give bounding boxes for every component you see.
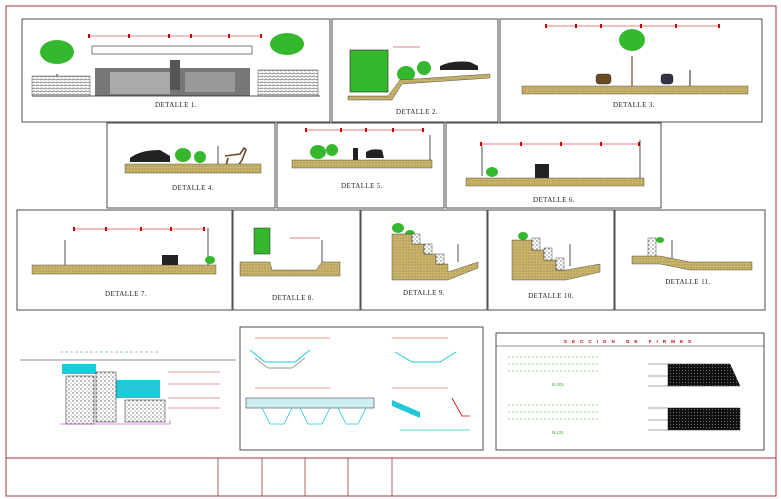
detail-6-label: DETALLE 6. [533,196,575,204]
firmes-section-b-name: B-121 [552,430,564,435]
detail-3-label: DETALLE 3. [613,101,655,109]
firmes-layer-list-b [508,404,600,420]
detail-8-panel: DETALLE 8. [232,209,361,311]
detail-6-panel: DETALLE 6. [445,122,662,209]
firmes-layer-list-a [508,356,600,372]
detail-1-panel: DETALLE 1. [21,18,331,123]
detail-11-panel: DETALLE 11. [614,209,766,311]
detail-7-panel: DETALLE 7. [16,209,233,311]
drainage-details-panel [239,326,484,451]
detail-5-label: DETALLE 5. [341,182,383,190]
detail-11-label: DETALLE 11. [665,278,711,286]
detail-3-panel: DETALLE 3. [499,18,763,123]
firmes-title: SECCION DE FIRMES [564,339,696,344]
firmes-section-a-name: B-201 [552,382,564,387]
detail-5-panel: DETALLE 5. [276,122,445,209]
title-block [6,457,776,496]
detail-9-panel: DETALLE 9. [360,209,488,311]
detail-10-label: DETALLE 10. [528,292,574,300]
detail-9-label: DETALLE 9. [403,289,445,297]
detail-8-label: DETALLE 8. [272,294,314,302]
pavement-sections-panel: SECCION DE FIRMES B-201 B-121 [495,332,765,451]
detail-7-label: DETALLE 7. [105,290,147,298]
detail-1-label: DETALLE 1. [155,101,197,109]
detail-2-panel: DETALLE 2. [331,18,499,123]
sheet-frame [5,5,777,497]
detail-10-panel: DETALLE 10. [487,209,615,311]
pit-section-detail [20,351,236,425]
detail-4-label: DETALLE 4. [172,184,214,192]
detail-4-panel: DETALLE 4. [106,122,276,209]
detail-2-label: DETALLE 2. [396,108,438,116]
